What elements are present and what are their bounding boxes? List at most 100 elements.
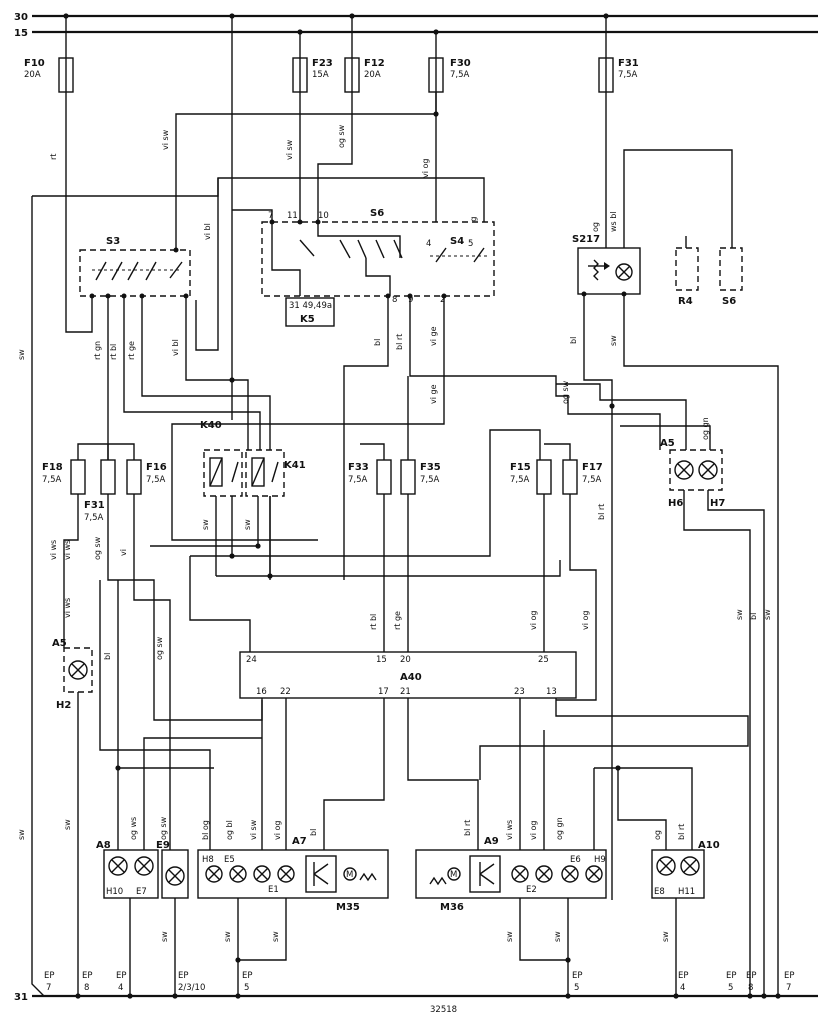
wire-label: rt (49, 154, 58, 160)
svg-text:H6: H6 (668, 498, 683, 509)
svg-text:10: 10 (318, 211, 329, 221)
wire-label: sw (505, 931, 514, 942)
svg-text:7,5A: 7,5A (618, 70, 638, 80)
wire-a10-feed (594, 767, 693, 850)
earth-points: EP 7 EP 8 EP 4 EP 2/3/10 EP 5 EP 5 EP 4 … (44, 971, 795, 993)
svg-text:EP: EP (116, 971, 127, 981)
svg-text:EP: EP (784, 971, 795, 981)
wire-a40-21 (407, 698, 479, 850)
svg-text:5: 5 (468, 239, 473, 249)
svg-text:22: 22 (280, 687, 291, 697)
wire-rt-bl (123, 296, 261, 450)
wire-label: sw (735, 609, 744, 620)
wire-a5-sw (707, 490, 765, 996)
svg-text:7,5A: 7,5A (510, 475, 530, 485)
svg-text:F18: F18 (42, 462, 63, 473)
fuse-f17: F17 7,5A (562, 459, 603, 495)
svg-text:A5: A5 (52, 638, 67, 649)
control-module-a40: A40 24 15 20 25 16 22 17 21 23 13 (239, 651, 577, 699)
wire-a5-bl (683, 490, 751, 996)
wire-f16-out (133, 494, 171, 850)
svg-text:A7: A7 (292, 836, 307, 847)
switch-s3: S3 (79, 236, 191, 299)
svg-text:5: 5 (728, 983, 733, 993)
wire-a40-24 (189, 556, 251, 652)
component-r4: R4 (675, 247, 699, 307)
rail-30-label: 30 (14, 12, 28, 23)
wire-label: og ws (129, 817, 138, 840)
svg-text:F31: F31 (618, 58, 639, 69)
svg-text:15: 15 (376, 655, 387, 665)
svg-text:H11: H11 (678, 887, 695, 897)
wire-label: vi og (421, 159, 430, 178)
svg-text:5: 5 (244, 983, 249, 993)
wire-label: bl rt (395, 334, 404, 350)
wire-a9-sw1 (519, 898, 569, 996)
fuse-f18: F18 7,5A (42, 459, 86, 495)
svg-text:20: 20 (400, 655, 411, 665)
svg-text:F33: F33 (348, 462, 369, 473)
junction-dot (229, 13, 235, 19)
wire-label: vi bl (171, 339, 180, 356)
fuse-f23: F23 15A (292, 32, 333, 93)
wire-vi-bl (195, 178, 219, 351)
svg-text:EP: EP (726, 971, 737, 981)
wire-vi-bl-2 (185, 296, 249, 450)
wire-label: bl (749, 613, 758, 620)
svg-text:7,5A: 7,5A (450, 70, 470, 80)
svg-text:9: 9 (408, 295, 413, 305)
svg-text:24: 24 (246, 655, 257, 665)
wire-label: sw (17, 349, 26, 360)
wire-label: rt bl (369, 614, 378, 630)
wire-label: vi sw (161, 129, 170, 150)
wire-label: sw (763, 609, 772, 620)
wire-a40-17 (323, 698, 385, 850)
svg-text:EP: EP (746, 971, 757, 981)
wire-label: og sw (337, 124, 346, 148)
svg-text:H8: H8 (202, 855, 214, 865)
svg-text:S6: S6 (370, 208, 384, 219)
svg-text:2: 2 (440, 295, 445, 305)
svg-text:F23: F23 (312, 58, 333, 69)
wire-label: og gn (555, 817, 564, 840)
wire-label: ws bl (609, 211, 618, 232)
wire-label: sw (609, 335, 618, 346)
wire-label: sw (661, 931, 670, 942)
wire-og-gn (620, 425, 711, 450)
wire-label: vi og (581, 611, 590, 630)
wire-label: og (653, 830, 662, 840)
svg-text:E5: E5 (224, 855, 235, 865)
switch-s6: S6 S4 7 11 10 4 5 8 9 2 (261, 208, 495, 305)
wire-s217-s6b (623, 149, 733, 248)
wire-label: sw (63, 819, 72, 830)
fuse-f10: F10 20A (24, 16, 74, 93)
svg-text:7: 7 (786, 983, 791, 993)
svg-text:S3: S3 (106, 236, 120, 247)
svg-text:A8: A8 (96, 840, 111, 851)
svg-text:E6: E6 (570, 855, 581, 865)
wire-label: bl (569, 337, 578, 344)
svg-text:2/3/10: 2/3/10 (178, 983, 205, 993)
lamp-module-a8: A8 H10 E7 (96, 840, 159, 899)
wire-loop-top (32, 177, 485, 242)
wire-f17-out (556, 494, 597, 701)
svg-text:4: 4 (426, 239, 431, 249)
wire-rt-ge (141, 296, 271, 580)
svg-text:H10: H10 (106, 887, 123, 897)
junction-dot (603, 13, 609, 19)
svg-text:F31: F31 (84, 500, 105, 511)
relay-k40: K40 (200, 420, 243, 497)
wire-label: og sw (561, 380, 570, 404)
fuse-f33: F33 7,5A (348, 459, 392, 495)
svg-text:K41: K41 (284, 460, 306, 471)
svg-text:E1: E1 (268, 885, 279, 895)
svg-text:H9: H9 (594, 855, 606, 865)
wire-label: vi sw (249, 819, 258, 840)
svg-text:K5: K5 (300, 314, 315, 325)
wire-bl (343, 296, 389, 580)
wire-label: og sw (159, 816, 168, 840)
svg-text:A10: A10 (698, 840, 720, 851)
wire-label: og (591, 222, 600, 232)
svg-text:11: 11 (287, 211, 298, 221)
